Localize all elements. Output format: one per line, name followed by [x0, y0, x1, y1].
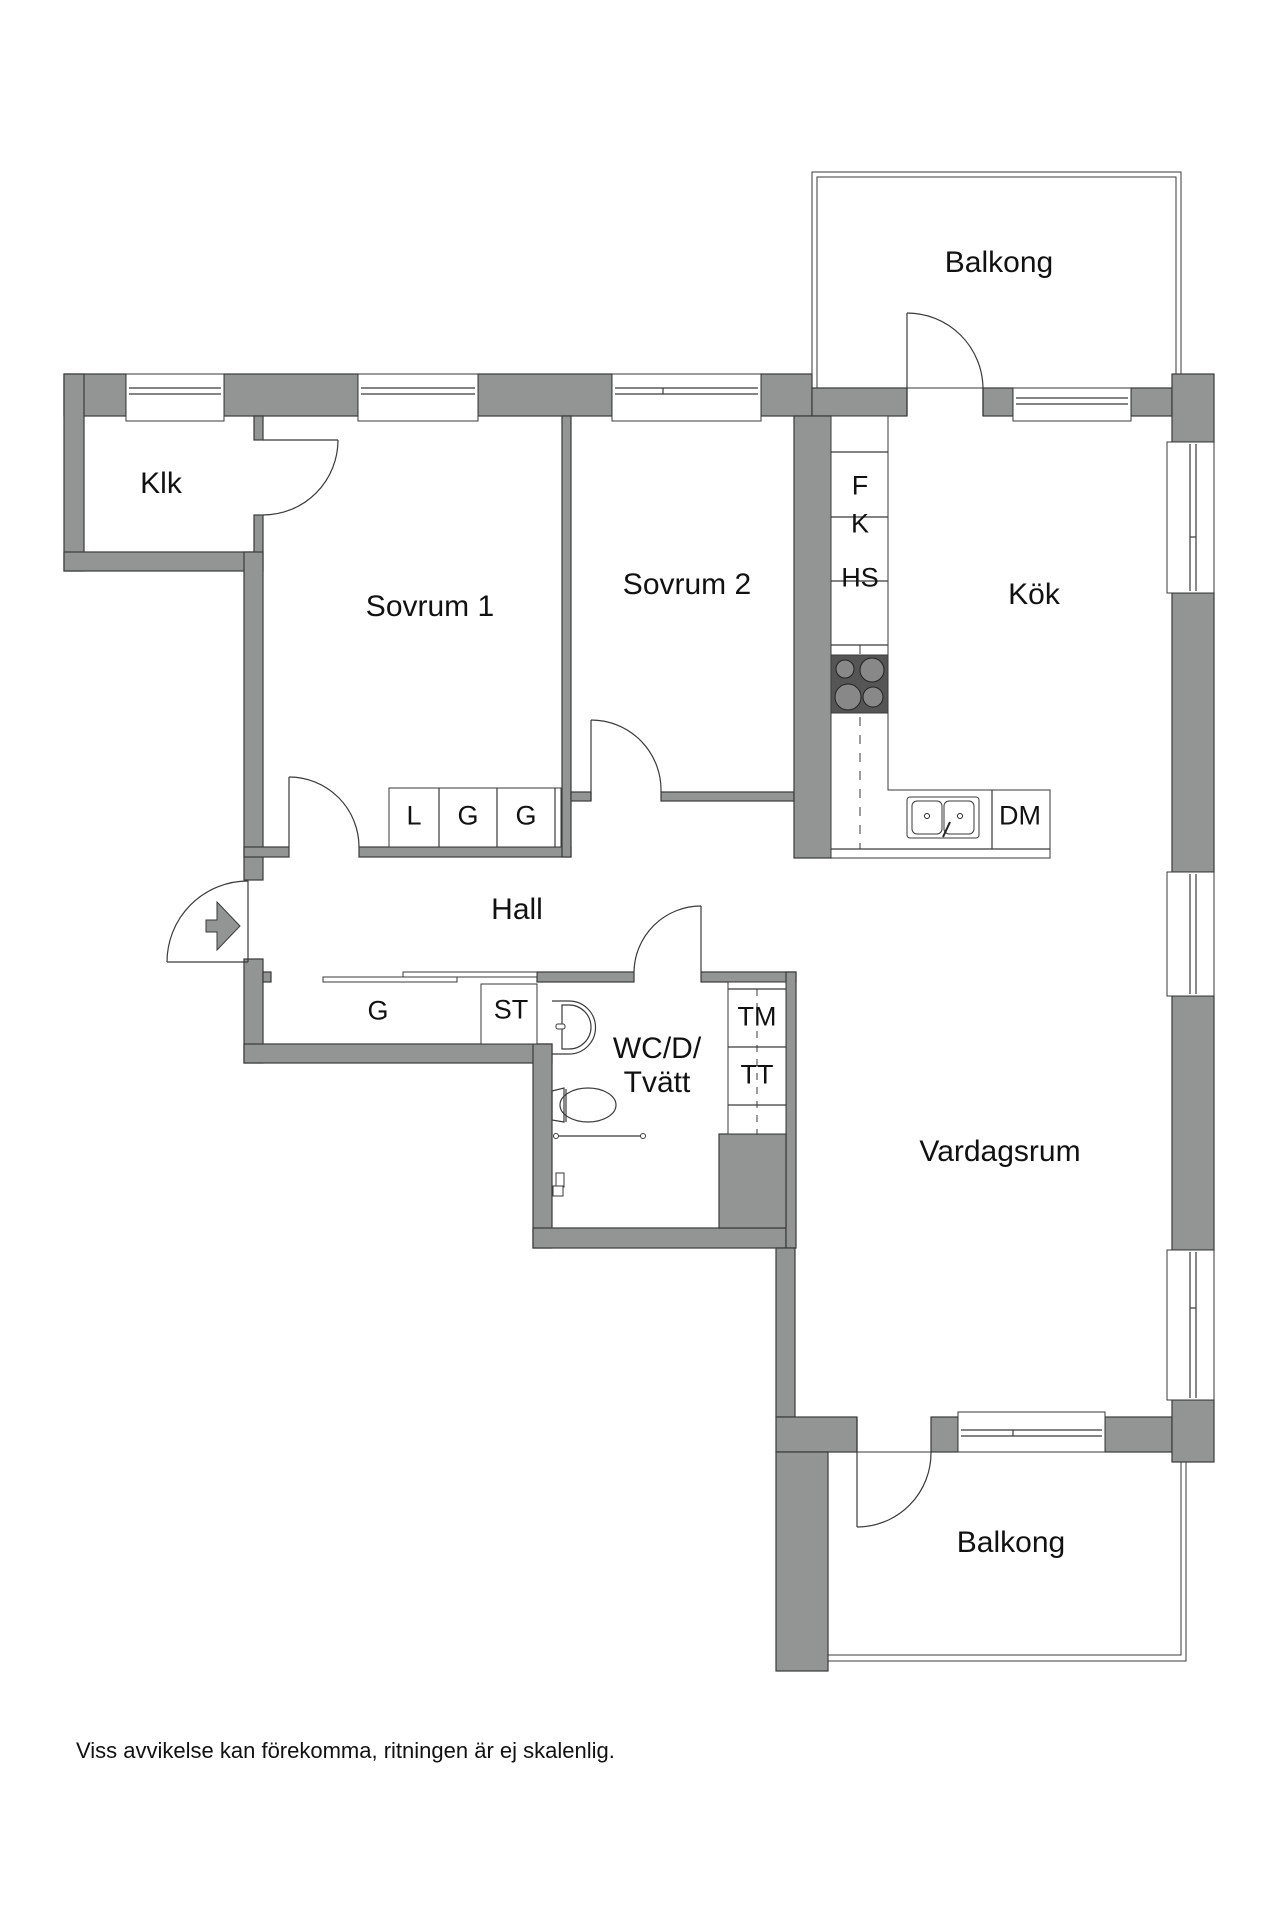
fixture-label-dm: DM — [999, 800, 1041, 831]
shower-icon — [552, 1133, 646, 1197]
fixture-label-hall-g: G — [367, 995, 389, 1026]
window-living-bottom — [957, 1411, 1106, 1453]
hall-wardrobe — [322, 971, 538, 1045]
window-sovrum1 — [357, 373, 479, 422]
room-label-balkong-bottom: Balkong — [956, 1526, 1066, 1559]
fixture-label-l: L — [406, 800, 422, 831]
door-balcony-top — [906, 312, 984, 416]
entrance-arrow-icon — [205, 900, 241, 952]
window-kitchen-top — [1012, 387, 1132, 422]
room-label-hall: Hall — [491, 893, 543, 926]
fixture-label-tm: TM — [737, 1001, 777, 1032]
room-label-wc-line1: WC/D/ — [612, 1032, 702, 1065]
door-sovrum2 — [590, 719, 662, 801]
doors — [166, 312, 984, 1528]
fixture-label-k: K — [850, 508, 870, 539]
fixture-label-g1: G — [457, 800, 479, 831]
room-label-sovrum2: Sovrum 2 — [622, 568, 752, 601]
door-wc — [633, 905, 702, 973]
sink-icon — [906, 796, 980, 839]
fixture-label-st: ST — [493, 994, 529, 1025]
room-label-sovrum1: Sovrum 1 — [365, 590, 495, 623]
door-entrance — [166, 880, 249, 963]
toilet-icon — [551, 1087, 617, 1123]
walls — [63, 373, 1215, 1672]
wc-cabinet — [727, 981, 787, 1135]
window-klk — [125, 373, 225, 422]
window-living-right-1 — [1166, 871, 1215, 997]
fixture-label-f: F — [851, 470, 869, 501]
room-label-wc-line2: Tvätt — [623, 1066, 691, 1099]
stove-icon — [830, 654, 889, 714]
room-label-klk: Klk — [140, 467, 182, 500]
fixture-label-g2: G — [515, 800, 537, 831]
kitchen-counter — [830, 415, 1051, 859]
fixture-label-hs: HS — [841, 562, 879, 593]
room-label-vardagsrum: Vardagsrum — [919, 1135, 1081, 1168]
disclaimer-text: Viss avvikelse kan förekomma, ritningen … — [76, 1738, 615, 1763]
windows — [125, 373, 1215, 1453]
room-label-kok: Kök — [1008, 578, 1060, 611]
door-balcony-bottom — [856, 1417, 932, 1528]
sovrum1-wardrobe — [388, 787, 562, 848]
door-klk — [262, 439, 339, 516]
balcony-top — [811, 171, 1182, 389]
washbasin-icon — [552, 1000, 597, 1055]
fixture-label-tt: TT — [740, 1059, 774, 1090]
window-kitchen-right — [1166, 441, 1215, 594]
window-sovrum2 — [611, 373, 762, 422]
window-living-right-2 — [1166, 1249, 1215, 1401]
room-label-balkong-top: Balkong — [944, 246, 1054, 279]
door-sovrum1 — [288, 776, 360, 848]
